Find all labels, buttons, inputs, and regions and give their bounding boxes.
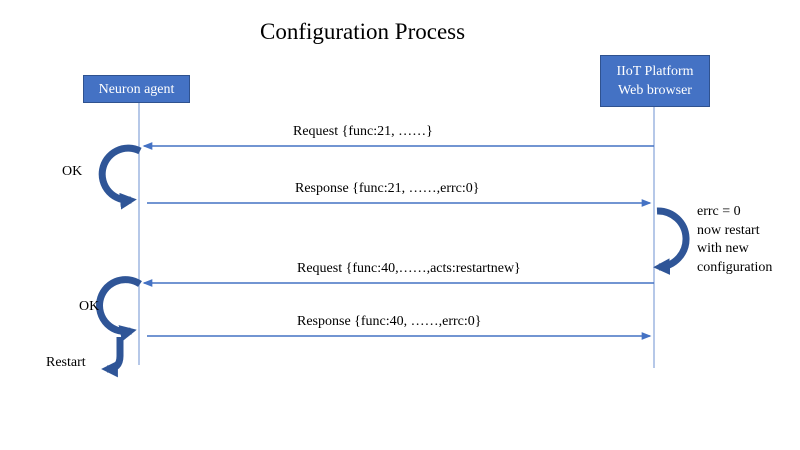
- actor-label-line-2: Web browser: [618, 83, 692, 98]
- ok-label-1: OK: [62, 164, 83, 179]
- restart-label: Restart: [46, 355, 86, 370]
- errc-note: errc = 0 now restart with new configurat…: [697, 203, 772, 277]
- actor-label: Neuron agent: [98, 81, 175, 97]
- errc-note-line-4: configuration: [697, 259, 773, 275]
- errc-note-line-3: with new: [697, 241, 749, 256]
- ok-loop-arrow-2: [96, 276, 142, 342]
- actor-neuron-agent: Neuron agent: [83, 75, 190, 103]
- ok-loop-arrow-1: [98, 144, 142, 210]
- diagram-title: Configuration Process: [260, 19, 466, 44]
- actor-label-line-1: IIoT Platform: [616, 64, 694, 79]
- errc-note-line-2: now restart: [697, 222, 760, 238]
- message-label-response-2: Response {func:40, ……,errc:0}: [297, 314, 482, 329]
- ok-label-2: OK: [79, 299, 100, 314]
- errc-note-line-1: errc = 0: [697, 204, 741, 219]
- actor-iiot-web-browser: IIoT Platform Web browser: [600, 55, 710, 107]
- message-label-response-1: Response {func:21, ……,errc:0}: [295, 181, 480, 196]
- message-label-request-1: Request {func:21, ……}: [293, 124, 433, 139]
- restart-arrow: [101, 337, 124, 378]
- message-label-request-2: Request {func:40,……,acts:restartnew}: [297, 261, 521, 276]
- errc-note-loop-arrow: [653, 207, 690, 275]
